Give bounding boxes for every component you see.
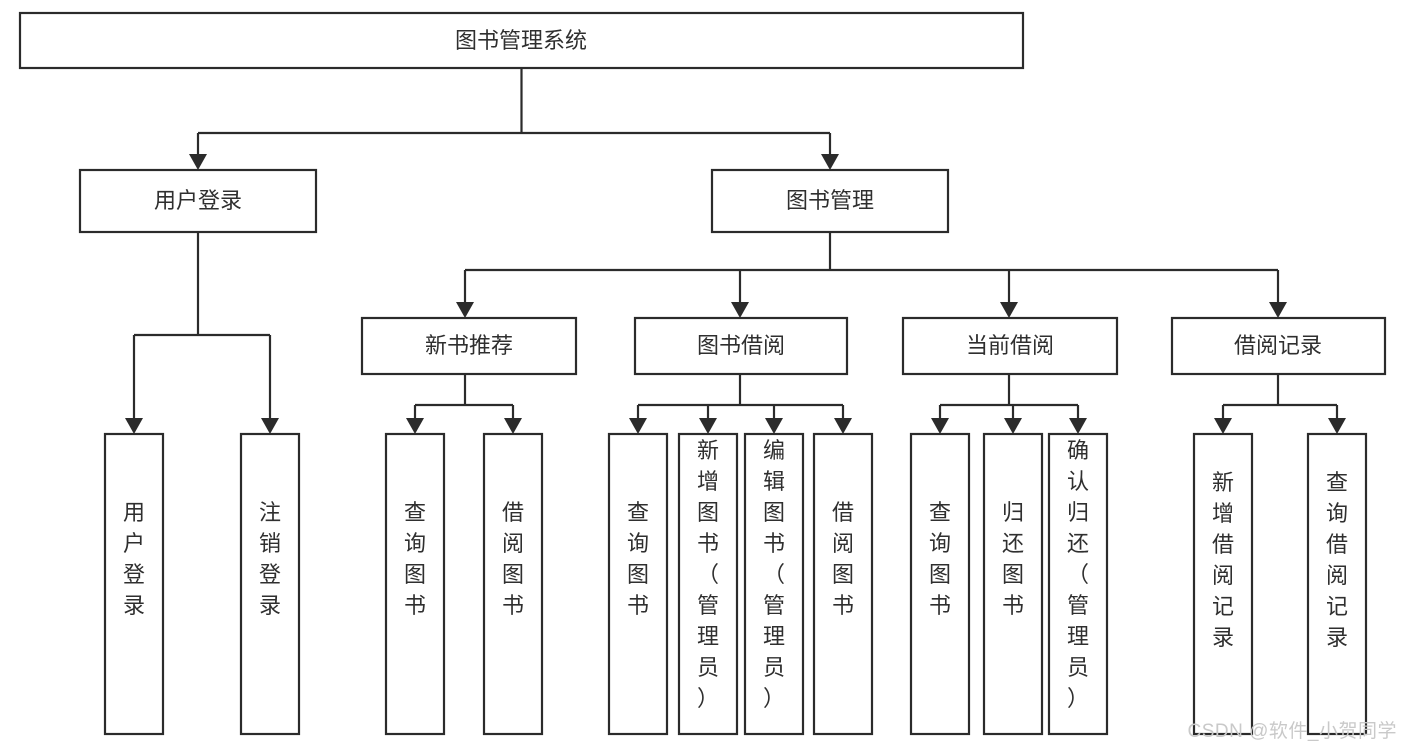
connector-root-to-level1: [189, 68, 839, 170]
node-leaf-user-login-label: 用户登录: [123, 500, 145, 618]
connector-currentborrow-to-leaves: [931, 374, 1087, 434]
node-borrow-record-label: 借阅记录: [1234, 333, 1322, 358]
node-current-borrow[interactable]: 当前借阅: [901, 316, 1119, 376]
connector-bookborrow-to-leaves: [629, 374, 852, 434]
node-leaf-query-record[interactable]: 查询借阅记录: [1306, 432, 1368, 736]
node-current-borrow-label: 当前借阅: [966, 333, 1054, 358]
node-user-login-label: 用户登录: [154, 188, 242, 213]
node-root[interactable]: 图书管理系统: [18, 11, 1025, 70]
node-leaf-return-book-label: 归还图书: [1002, 500, 1024, 618]
node-leaf-edit-book-label: 编辑图书（管理员）: [763, 438, 785, 711]
node-new-book-recommend-label: 新书推荐: [425, 333, 513, 358]
node-book-borrow-label: 图书借阅: [697, 333, 785, 358]
node-leaf-query-book-1[interactable]: 查询图书: [384, 432, 446, 736]
node-book-manage-label: 图书管理: [786, 188, 874, 213]
node-leaf-query-book-3-label: 查询图书: [929, 500, 951, 618]
node-leaf-query-record-label: 查询借阅记录: [1326, 470, 1348, 650]
node-leaf-return-book[interactable]: 归还图书: [982, 432, 1044, 736]
node-leaf-edit-book[interactable]: 编辑图书（管理员）: [743, 432, 805, 736]
connector-userlogin-to-leaves: [125, 232, 279, 434]
node-leaf-borrow-book-1-label: 借阅图书: [502, 500, 524, 618]
node-borrow-record[interactable]: 借阅记录: [1170, 316, 1387, 376]
node-leaf-query-book-2[interactable]: 查询图书: [607, 432, 669, 736]
node-leaf-confirm-return-label: 确认归还（管理员）: [1067, 438, 1089, 711]
node-leaf-borrow-book-2[interactable]: 借阅图书: [812, 432, 874, 736]
connector-borrowrecord-to-leaves: [1214, 374, 1346, 434]
connector-bookmanage-to-level2: [456, 232, 1287, 318]
node-root-label: 图书管理系统: [455, 28, 587, 53]
node-leaf-user-logout[interactable]: 注销登录: [239, 432, 301, 736]
node-user-login[interactable]: 用户登录: [78, 168, 318, 234]
node-leaf-add-book-label: 新增图书（管理员）: [697, 438, 719, 711]
node-new-book-recommend[interactable]: 新书推荐: [360, 316, 578, 376]
node-leaf-user-logout-label: 注销登录: [259, 500, 281, 618]
node-leaf-add-book[interactable]: 新增图书（管理员）: [677, 432, 739, 736]
node-leaf-query-book-1-label: 查询图书: [404, 500, 426, 618]
node-leaf-query-book-3[interactable]: 查询图书: [909, 432, 971, 736]
node-leaf-borrow-book-2-label: 借阅图书: [832, 500, 854, 618]
node-leaf-user-login[interactable]: 用户登录: [103, 432, 165, 736]
connector-newbook-to-leaves: [406, 374, 522, 434]
node-book-manage[interactable]: 图书管理: [710, 168, 950, 234]
node-leaf-borrow-book-1[interactable]: 借阅图书: [482, 432, 544, 736]
node-leaf-add-record[interactable]: 新增借阅记录: [1192, 432, 1254, 736]
csdn-watermark: CSDN @软件_小贺同学: [1187, 721, 1397, 742]
node-leaf-confirm-return[interactable]: 确认归还（管理员）: [1047, 432, 1109, 736]
node-book-borrow[interactable]: 图书借阅: [633, 316, 849, 376]
node-leaf-query-book-2-label: 查询图书: [627, 500, 649, 618]
node-leaf-add-record-label: 新增借阅记录: [1212, 470, 1234, 650]
